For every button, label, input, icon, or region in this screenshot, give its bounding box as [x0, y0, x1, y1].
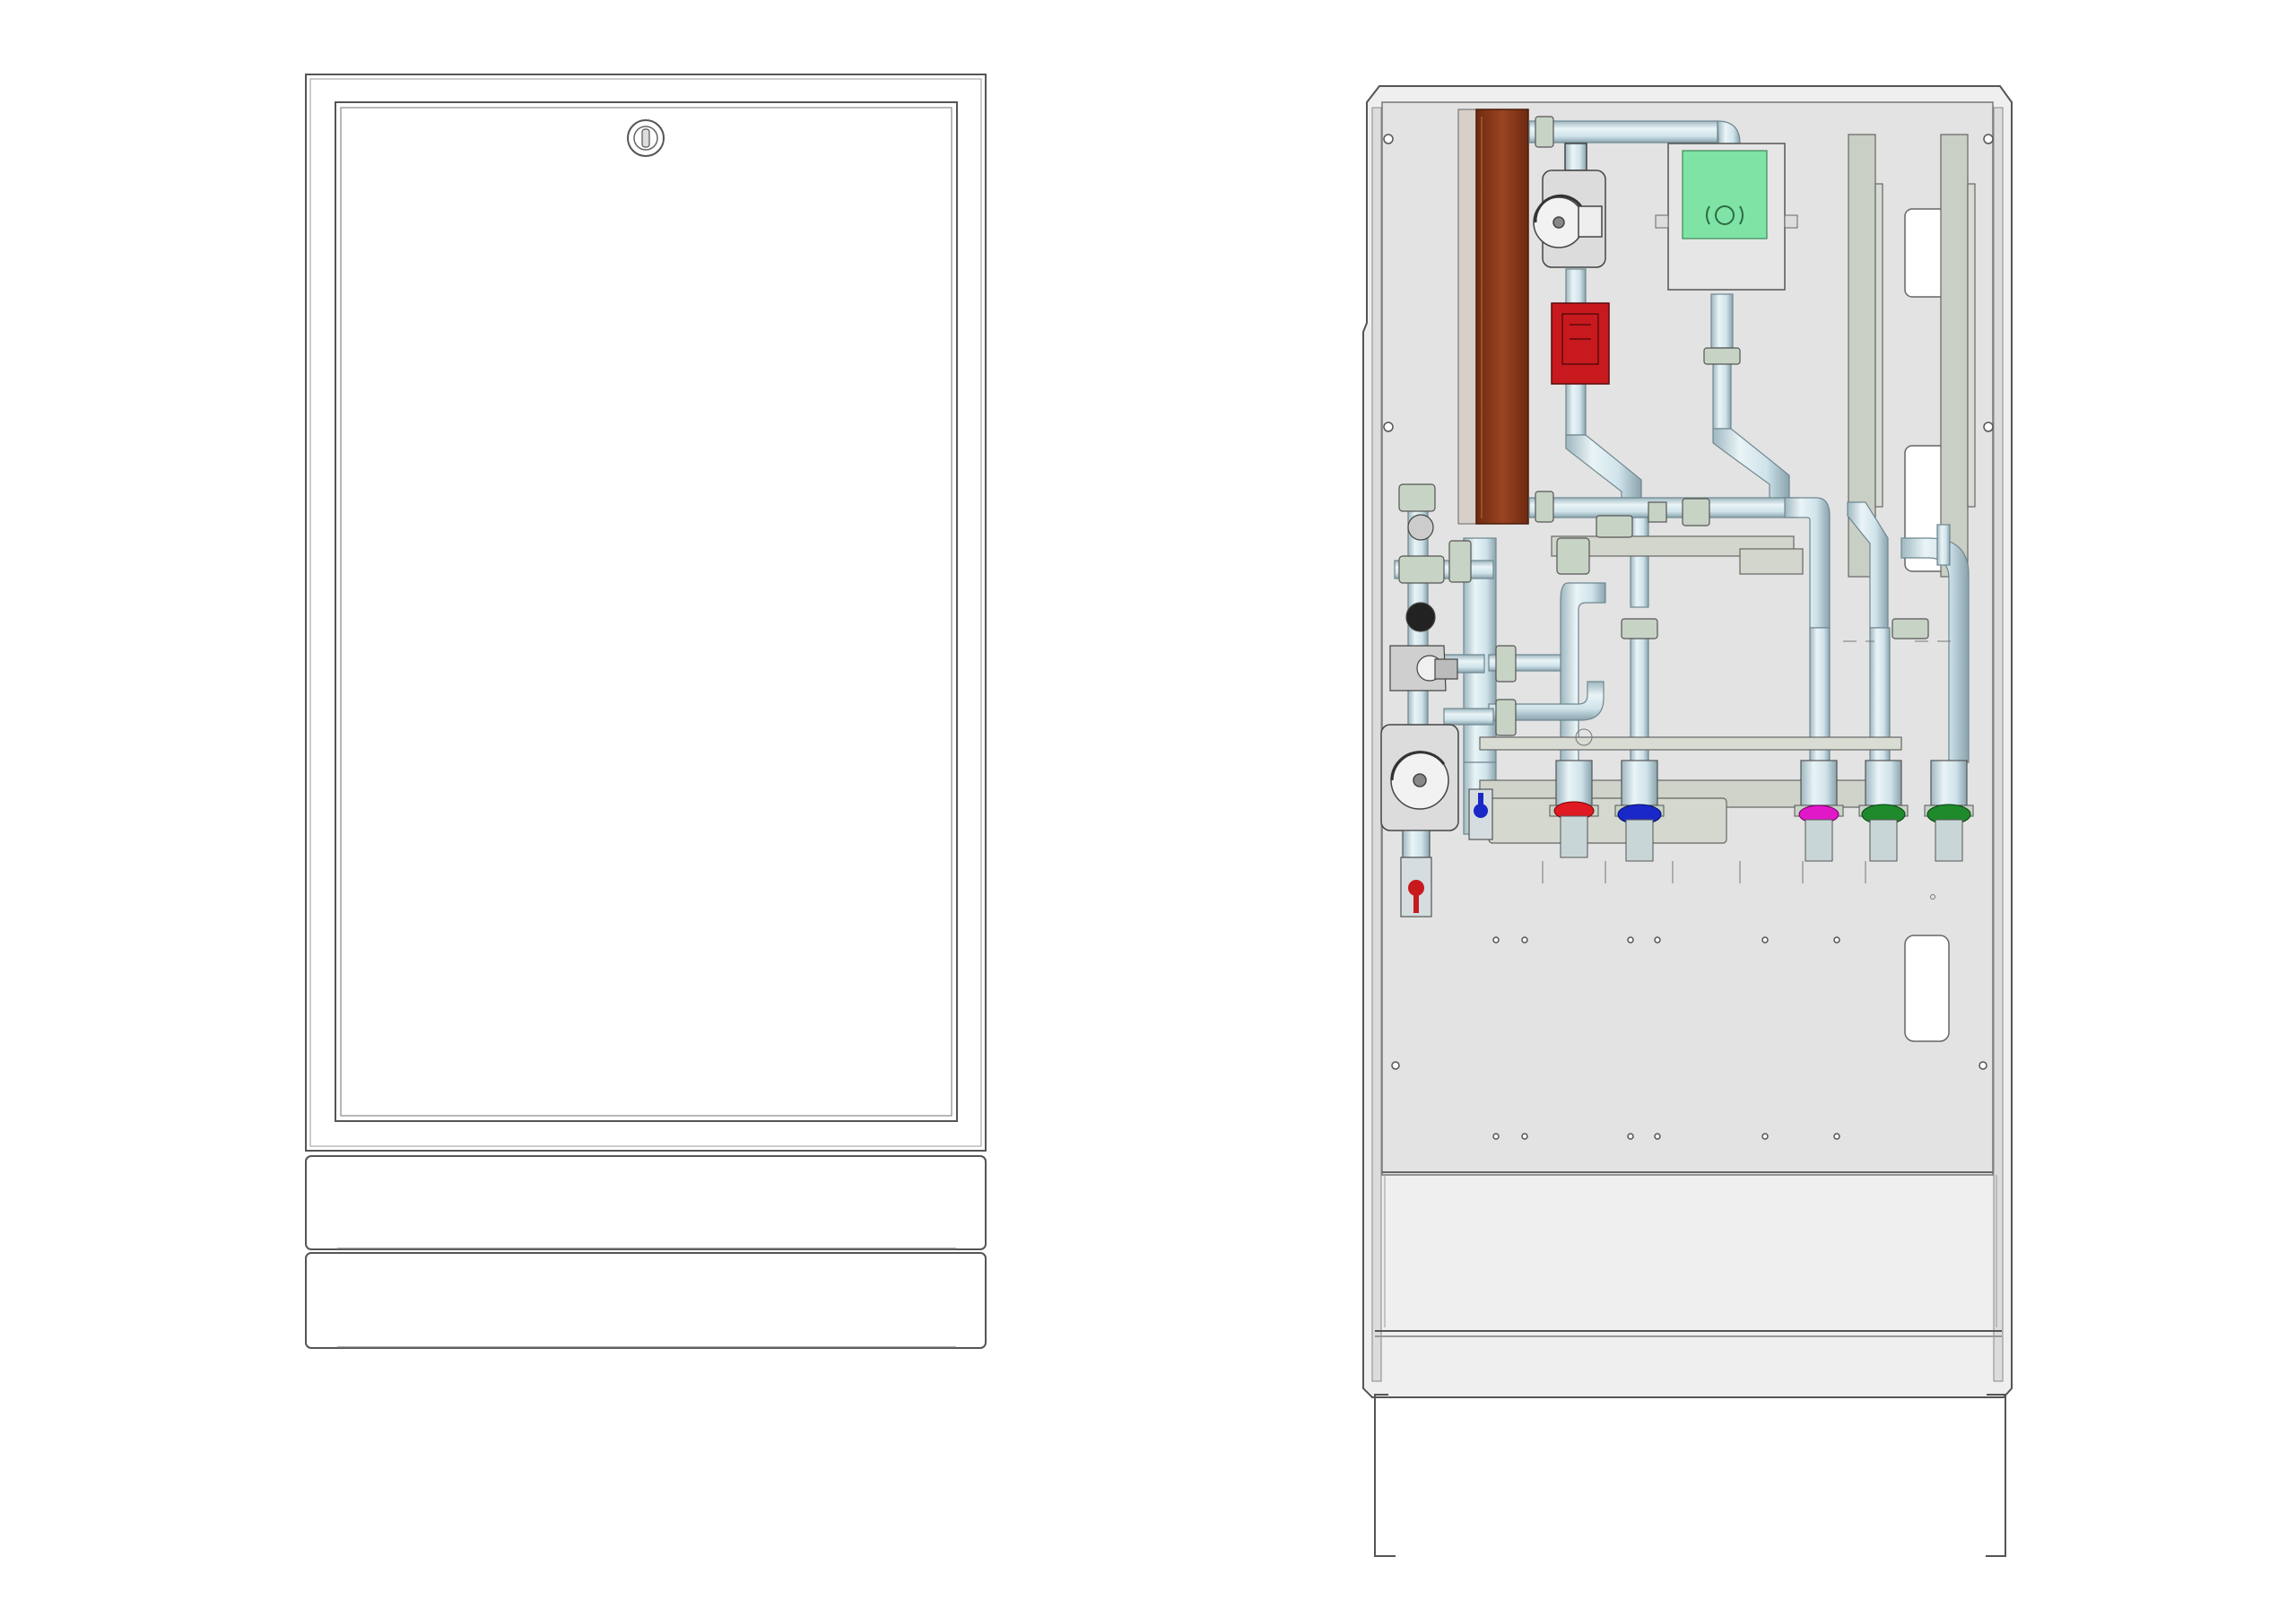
flow-sensor-icon [1551, 302, 1610, 385]
left-fittings [1389, 514, 1458, 691]
cabinet-plinth-lower [305, 1252, 987, 1349]
open-cabinet [1362, 85, 2013, 1557]
pipe-unions [1398, 116, 1929, 736]
bracket-details [1542, 640, 1951, 900]
valve-4-handle-icon[interactable] [1858, 760, 1909, 862]
closed-cabinet [305, 74, 987, 1349]
valve-1-handle-icon[interactable] [1549, 760, 1599, 858]
upper-circulation-pump-icon [1533, 143, 1606, 268]
control-unit-icon [1655, 143, 1798, 291]
valve-2-handle-icon[interactable] [1614, 760, 1665, 862]
cabinet-feet [1374, 1175, 2006, 1557]
cabinet-frame-inner-edge [309, 78, 982, 1147]
valve-5-handle-icon[interactable] [1924, 760, 1974, 862]
cable-cutout-lower [1904, 935, 1950, 1042]
cabinet-plinth-upper [305, 1155, 987, 1250]
manifold-valves [1549, 760, 1974, 862]
mounting-holes [1383, 134, 1994, 1140]
valve-3-handle-icon[interactable] [1794, 760, 1844, 862]
door-lock-icon[interactable] [627, 119, 665, 157]
cabinet-door-inner-edge [340, 107, 952, 1117]
red-drain-valve-icon[interactable] [1400, 830, 1432, 918]
cabinet-door[interactable] [335, 101, 958, 1122]
plate-heat-exchanger-icon [1457, 109, 1529, 525]
blue-drain-valve-icon[interactable] [1468, 788, 1493, 840]
lower-circulation-pump-icon [1380, 724, 1459, 831]
